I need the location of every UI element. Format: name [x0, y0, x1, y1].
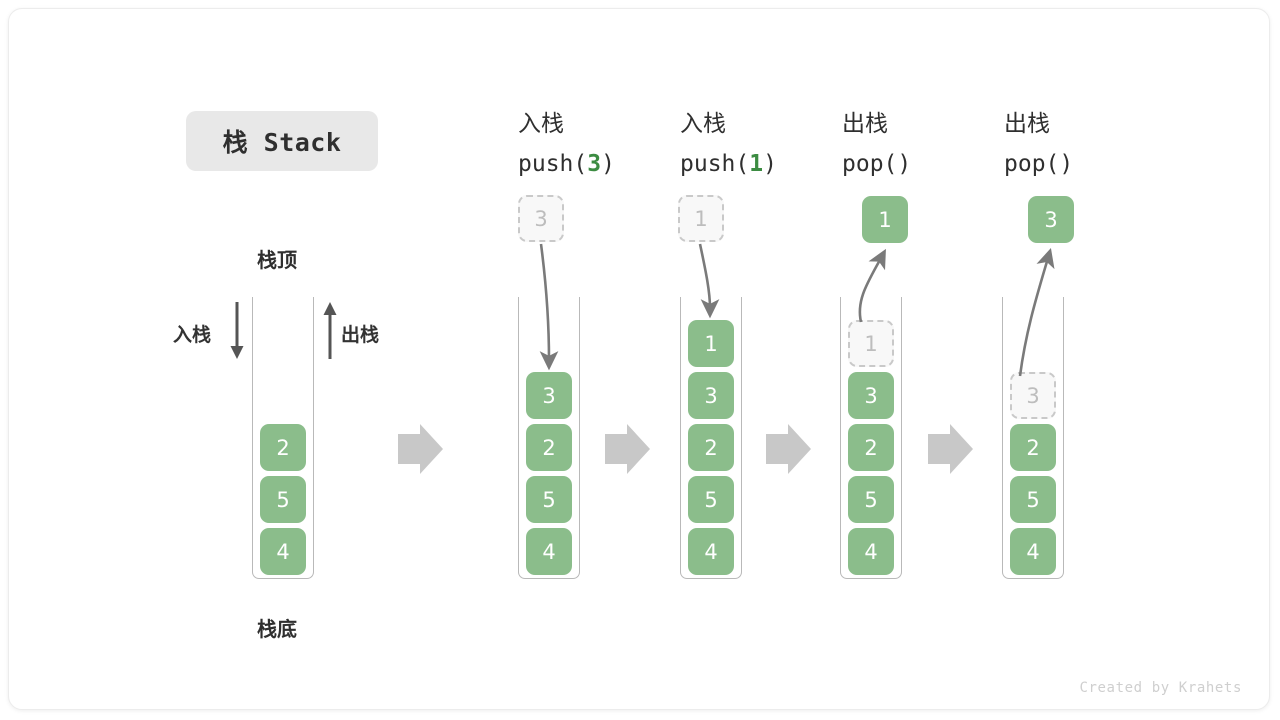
stack-container-push-1	[680, 297, 742, 579]
stack-cell: 5	[260, 476, 306, 523]
code-arg: 3	[587, 151, 602, 177]
stage-header-cn: 入栈	[518, 111, 564, 137]
stack-cell: 4	[688, 528, 734, 575]
code-prefix: push(	[518, 151, 588, 177]
stack-cell: 5	[848, 476, 894, 523]
stage-header-code: pop()	[1004, 144, 1073, 184]
stack-cell: 4	[848, 528, 894, 575]
footer-credit: Created by Krahets	[1079, 680, 1242, 696]
stack-cell: 5	[688, 476, 734, 523]
code-prefix: push(	[680, 151, 750, 177]
stack-cell: 4	[526, 528, 572, 575]
stack-cell: 3	[848, 372, 894, 419]
code-prefix: pop(	[1004, 151, 1060, 177]
popped-cell: 1	[862, 196, 908, 243]
incoming-cell-ghost: 3	[518, 195, 564, 242]
code-suffix: )	[1059, 151, 1074, 177]
stack-cell: 2	[1010, 424, 1056, 471]
stage-header-push-3: 入栈 push(3)	[518, 104, 615, 184]
removed-cell-ghost: 1	[848, 320, 894, 367]
stage-header-pop-1: 出栈 pop()	[842, 104, 911, 184]
code-suffix: )	[601, 151, 615, 177]
stack-bottom-label: 栈底	[257, 617, 297, 641]
code-prefix: pop(	[842, 151, 898, 177]
incoming-cell-ghost: 1	[678, 195, 724, 242]
code-suffix: )	[897, 151, 912, 177]
stage-header-cn: 出栈	[1004, 111, 1050, 137]
title-badge: 栈 Stack	[186, 111, 378, 171]
stack-cell: 2	[260, 424, 306, 471]
stack-cell: 4	[260, 528, 306, 575]
stack-cell: 2	[688, 424, 734, 471]
stage-header-code: pop()	[842, 144, 911, 184]
stage-header-push-1: 入栈 push(1)	[680, 104, 777, 184]
stack-container-pop-3	[1002, 297, 1064, 579]
stage-header-pop-3: 出栈 pop()	[1004, 104, 1073, 184]
stack-container-push-3	[518, 297, 580, 579]
stack-cell: 1	[688, 320, 734, 367]
stack-container-initial	[252, 297, 314, 579]
stack-cell: 5	[526, 476, 572, 523]
stack-top-label: 栈顶	[257, 248, 297, 272]
pop-arrow-label: 出栈	[341, 324, 380, 346]
stack-cell: 5	[1010, 476, 1056, 523]
stack-cell: 3	[688, 372, 734, 419]
push-arrow-label: 入栈	[173, 324, 212, 346]
stack-container-pop-1	[840, 297, 902, 579]
stage-header-cn: 出栈	[842, 111, 888, 137]
stack-cell: 4	[1010, 528, 1056, 575]
stage-header-code: push(1)	[680, 144, 777, 184]
code-arg: 1	[749, 151, 764, 177]
stack-cell: 3	[526, 372, 572, 419]
stage-header-code: push(3)	[518, 144, 615, 184]
stack-cell: 2	[526, 424, 572, 471]
stage-header-cn: 入栈	[680, 111, 726, 137]
code-suffix: )	[763, 151, 777, 177]
popped-cell: 3	[1028, 196, 1074, 243]
removed-cell-ghost: 3	[1010, 372, 1056, 419]
stack-cell: 2	[848, 424, 894, 471]
